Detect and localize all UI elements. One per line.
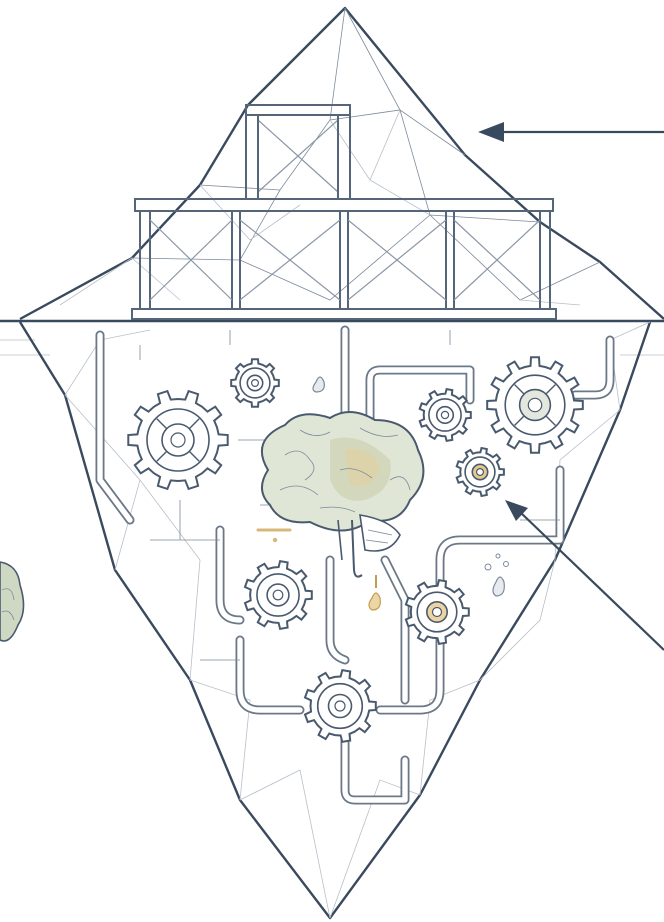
gear-axle	[335, 701, 345, 711]
brain-icon	[262, 412, 424, 577]
gear-axle	[433, 608, 442, 617]
gear-mid-right	[420, 389, 471, 441]
partial-brain-icon	[0, 562, 24, 641]
gear-axle	[441, 411, 448, 418]
gear-large-left	[128, 391, 227, 489]
gear-small-top	[231, 359, 279, 407]
iceberg-tip	[20, 8, 664, 319]
gear-axle	[171, 433, 185, 447]
gear-large-right	[487, 357, 583, 453]
gear-bottom	[305, 670, 376, 742]
gear-gold-small	[457, 448, 504, 496]
gear-axle	[252, 380, 259, 387]
gear-axle	[528, 398, 541, 411]
gear-axle	[273, 590, 283, 600]
gear-axle	[477, 469, 484, 476]
gear-gold-right	[406, 580, 469, 644]
gear-mid-left	[245, 561, 312, 629]
